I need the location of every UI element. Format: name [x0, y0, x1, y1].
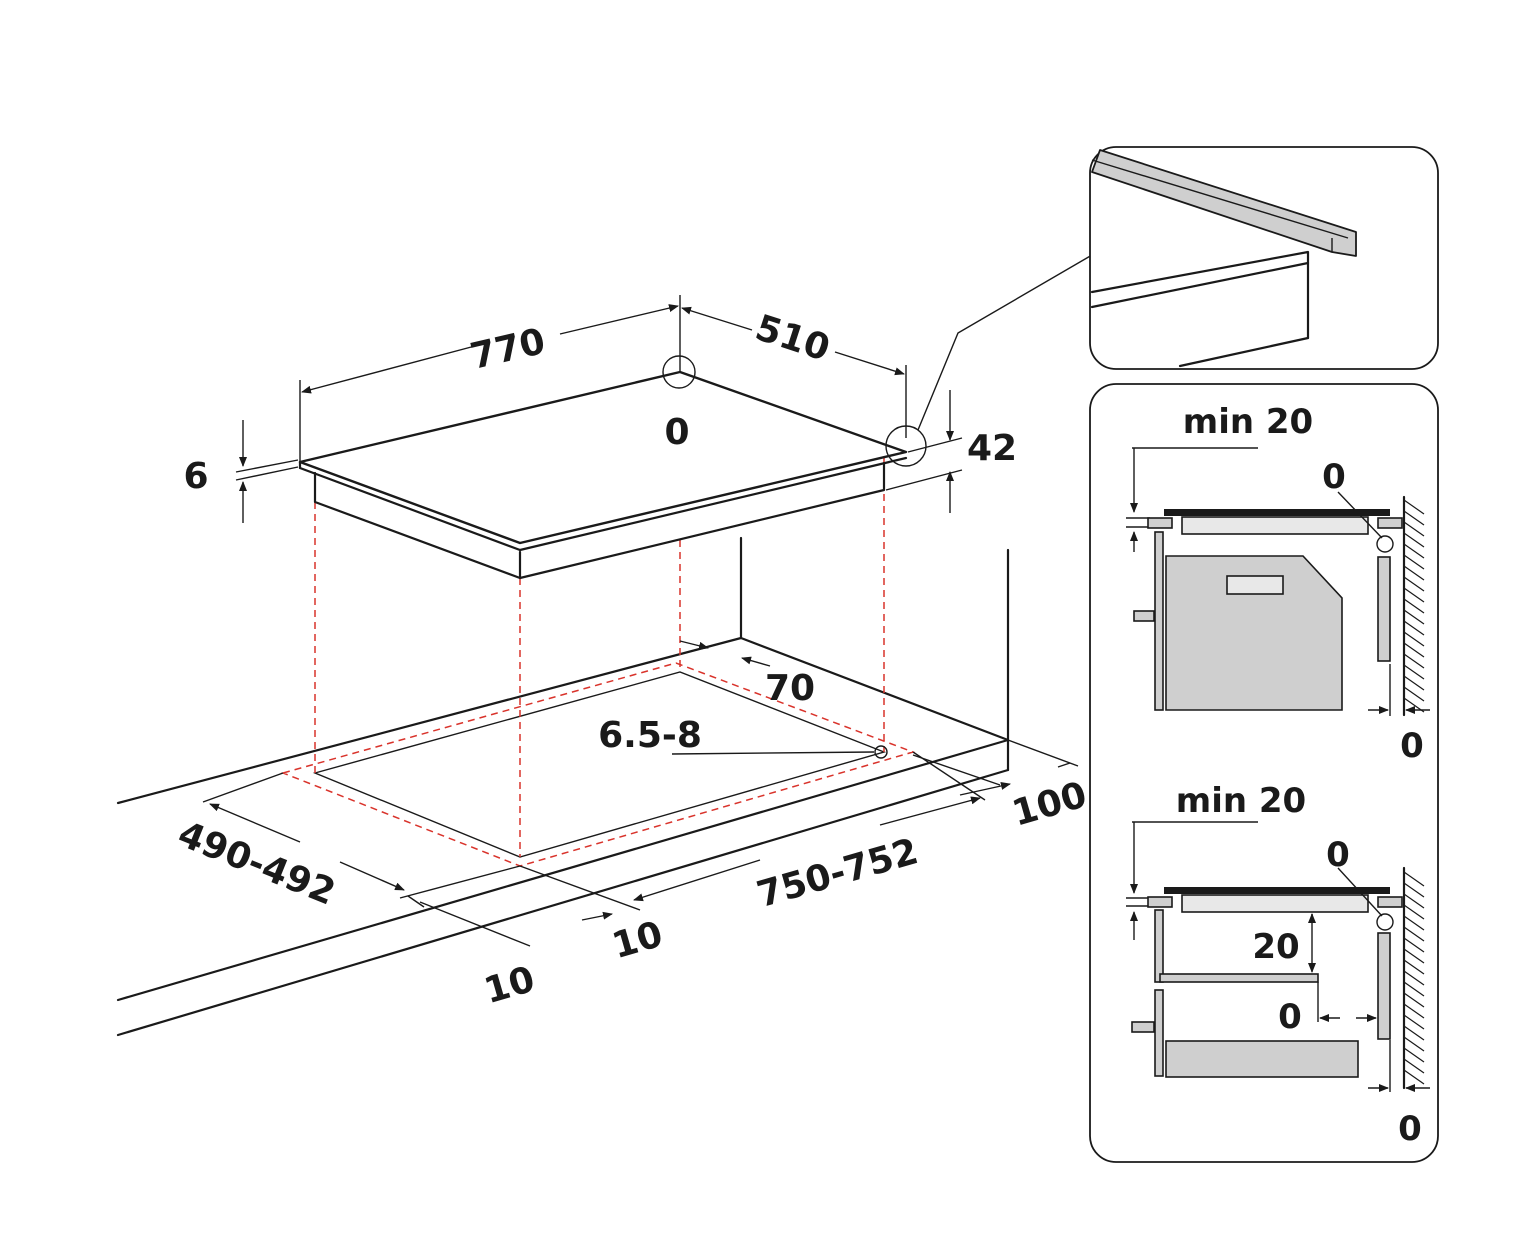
hatch-line	[1403, 1047, 1425, 1063]
dim-front-margin: 10	[480, 959, 539, 1012]
wall-hatch-bottom	[1403, 871, 1425, 1085]
cutout-dashed-outline	[280, 662, 916, 867]
worktop	[116, 536, 1010, 1037]
hatch-line	[1403, 587, 1425, 603]
drawer-panel-gap: 20	[1252, 927, 1299, 967]
edge-detail-panel	[1089, 146, 1439, 370]
hatch-line	[1403, 1025, 1425, 1041]
hatch-line	[1403, 565, 1425, 581]
hatch-line	[1403, 926, 1425, 942]
hatch-line	[1403, 904, 1425, 920]
drawer-wall-gap: 0	[1398, 1109, 1422, 1149]
hatch-line	[1403, 1069, 1425, 1085]
dim-corner-gap: 0	[664, 412, 689, 453]
projection-lines	[314, 458, 885, 857]
dim-width-770: 770	[467, 321, 549, 378]
hatch-line	[1403, 970, 1425, 986]
hatch-line	[1403, 948, 1425, 964]
hatch-line	[1403, 915, 1425, 931]
hatch-line	[1403, 653, 1425, 669]
hatch-line	[1403, 576, 1425, 592]
hatch-line	[1403, 871, 1425, 887]
hatch-line	[1403, 1003, 1425, 1019]
oven-top-gap: 0	[1322, 457, 1346, 497]
hatch-line	[1403, 532, 1425, 548]
drawer-section	[1126, 821, 1430, 1092]
hatch-line	[1403, 1058, 1425, 1074]
hob-drawing: 770 510 0 6 42 70 6.5-8 100 490-492 750-…	[116, 254, 1093, 1037]
hatch-line	[1403, 937, 1425, 953]
hatch-line	[1403, 642, 1425, 658]
hob-glass	[298, 370, 908, 580]
hatch-line	[1403, 598, 1425, 614]
dimension-lines	[202, 295, 1079, 947]
hatch-line	[1403, 543, 1425, 559]
hatch-line	[1403, 1036, 1425, 1052]
hatch-line	[1403, 992, 1425, 1008]
hatch-line	[1403, 620, 1425, 636]
dim-cutout-width: 750-752	[753, 831, 923, 916]
dim-hob-height: 42	[967, 428, 1017, 469]
hatch-line	[1403, 521, 1425, 537]
dim-rear-margin: 70	[765, 668, 815, 709]
oven-section	[1126, 447, 1430, 717]
dim-depth-510: 510	[750, 307, 834, 369]
oven-detail-panel: min 20 0 0	[1089, 383, 1439, 1163]
hatch-line	[1403, 664, 1425, 680]
dim-wall-distance: 100	[1008, 774, 1092, 834]
corner-detail-circle-back	[662, 355, 696, 389]
clip-hole	[874, 745, 888, 759]
hatch-line	[1403, 893, 1425, 909]
oven-wall-gap: 0	[1400, 726, 1424, 766]
hatch-line	[1403, 499, 1425, 515]
drawer-min-label: min 20	[1176, 781, 1306, 821]
dim-cutout-depth: 490-492	[172, 814, 341, 914]
dim-side-margin: 10	[608, 914, 667, 967]
hatch-line	[1403, 1014, 1425, 1030]
drawer-top-gap: 0	[1326, 835, 1350, 875]
hatch-line	[1403, 554, 1425, 570]
drawer-gap: 0	[1278, 997, 1302, 1037]
detail-leader-line	[917, 254, 1093, 431]
hatch-line	[1403, 609, 1425, 625]
hatch-line	[1403, 959, 1425, 975]
hatch-line	[1403, 981, 1425, 997]
hatch-line	[1403, 510, 1425, 526]
hatch-line	[1403, 882, 1425, 898]
hatch-line	[1403, 686, 1425, 702]
dim-glass-thickness: 6	[183, 456, 208, 497]
hatch-line	[1403, 631, 1425, 647]
hatch-line	[1403, 675, 1425, 691]
wall-hatch-top	[1403, 499, 1425, 713]
oven-min-label: min 20	[1183, 402, 1313, 442]
dim-clip-hole: 6.5-8	[598, 715, 702, 756]
